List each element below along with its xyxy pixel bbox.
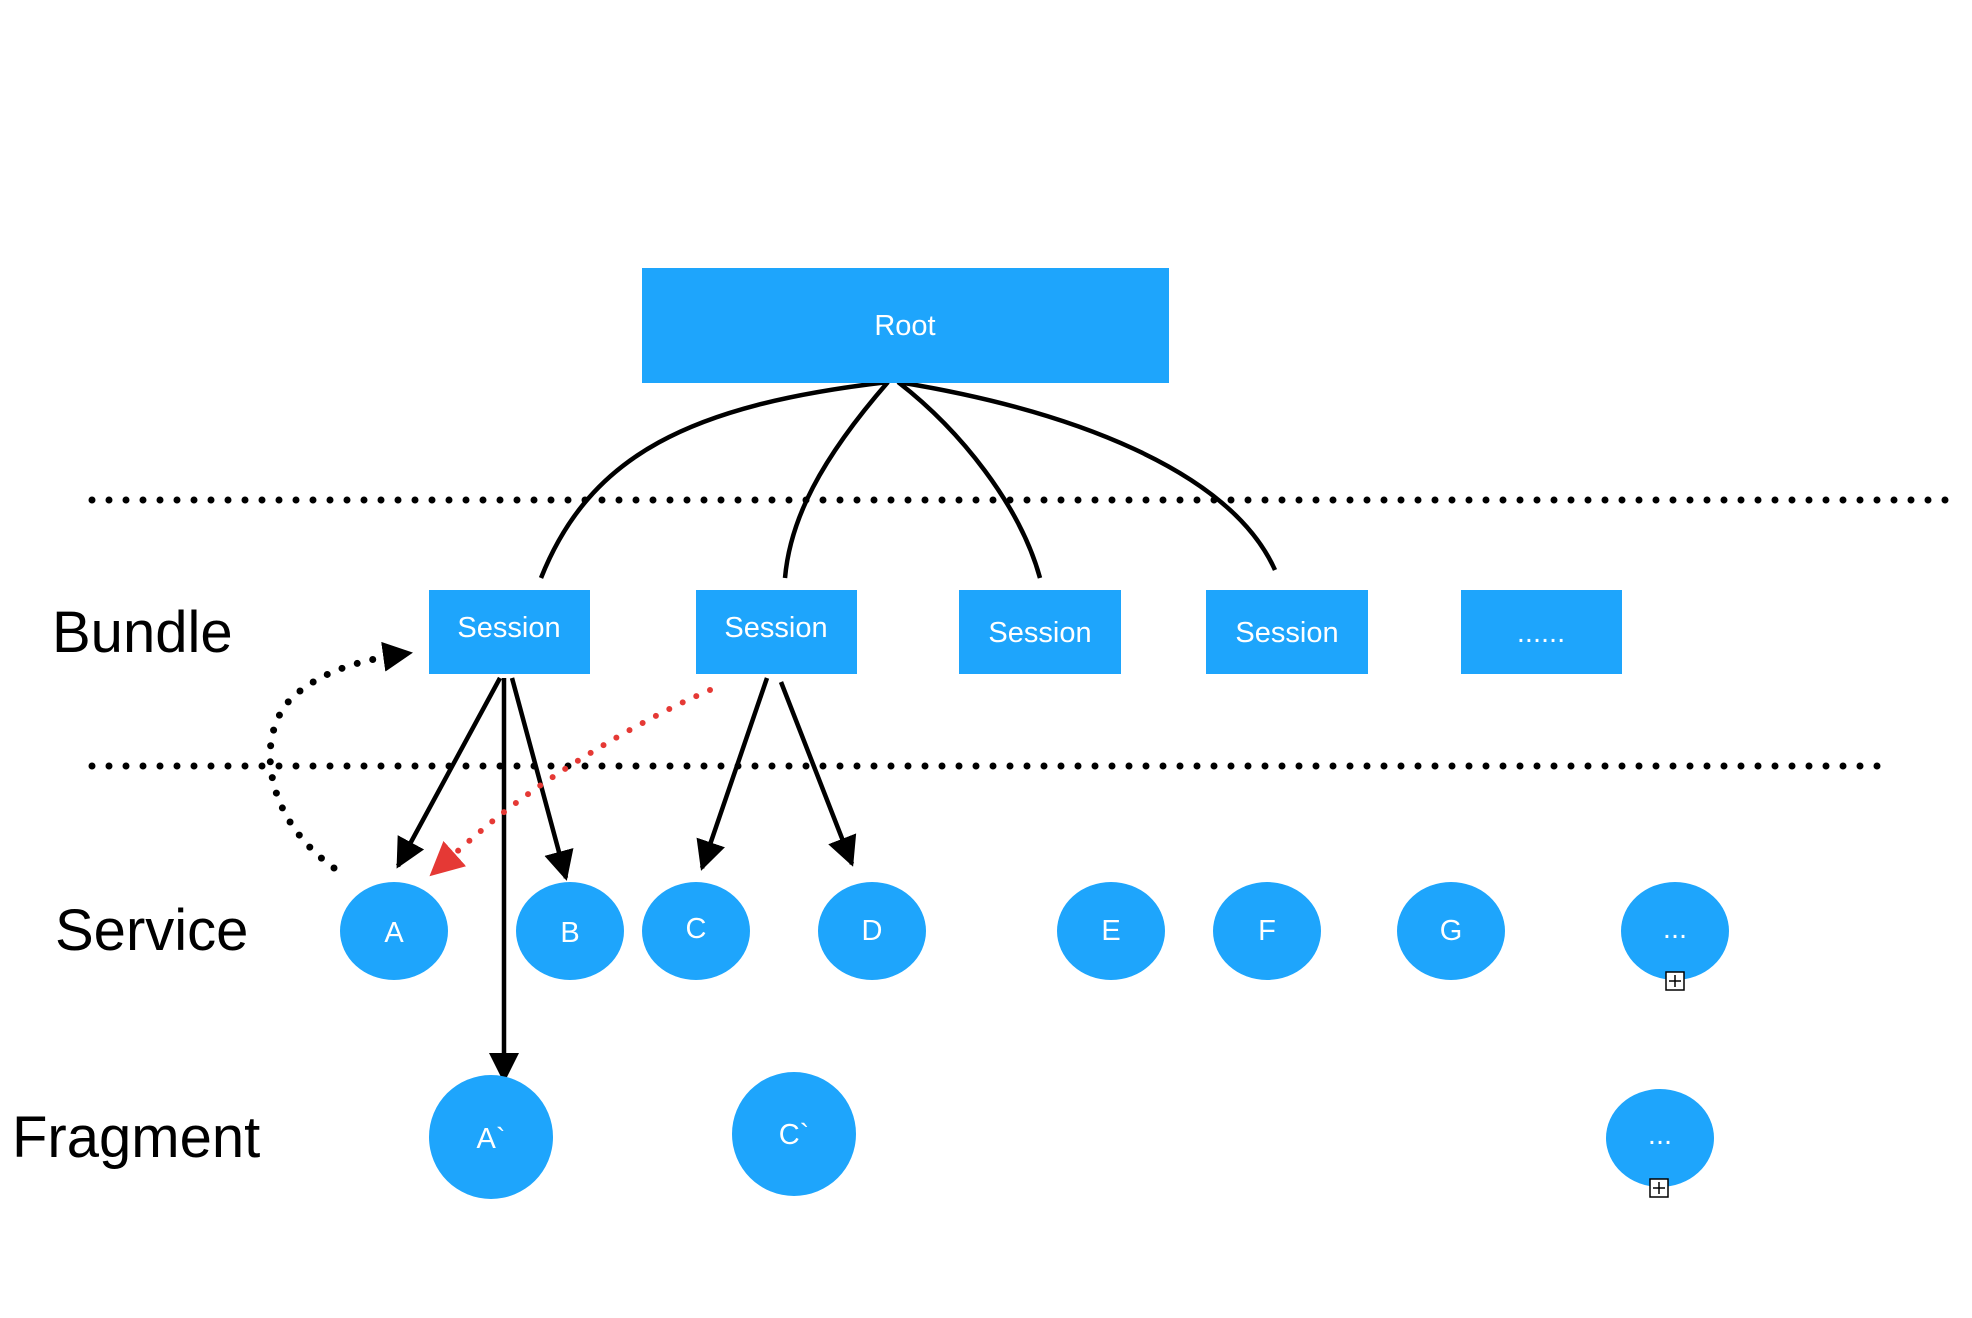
session-box: [1461, 590, 1622, 674]
root-edge-3: [896, 380, 1043, 579]
service-node-c[interactable]: C: [642, 882, 750, 980]
fragment-circle: [1606, 1089, 1714, 1187]
fragment-label: C`: [779, 1119, 810, 1151]
session-box: [1206, 590, 1368, 674]
session-label: Session: [988, 617, 1091, 649]
session-label: Session: [1235, 617, 1338, 649]
service-circle: [1397, 882, 1505, 980]
edge-session1-b: [509, 677, 574, 881]
row-label-bundle: Bundle: [52, 600, 233, 665]
service-label: B: [560, 917, 579, 949]
service-label: C: [686, 913, 707, 945]
session-label: ......: [1517, 617, 1565, 649]
edge-session1-a: [396, 676, 502, 869]
session-node-more[interactable]: ......: [1461, 590, 1622, 674]
service-circle: [1213, 882, 1321, 980]
root-box: [642, 268, 1169, 383]
service-label: ...: [1663, 913, 1687, 945]
service-node-b[interactable]: B: [516, 882, 624, 980]
root-edge-1: [538, 379, 889, 579]
root-node[interactable]: Root: [642, 268, 1169, 383]
session-node-2[interactable]: Session: [696, 590, 857, 674]
service-node-f[interactable]: F: [1213, 882, 1321, 980]
service-label: E: [1101, 915, 1120, 947]
dependency-arrow-black: [266, 641, 414, 872]
service-node-e[interactable]: E: [1057, 882, 1165, 980]
fragment-label: A`: [477, 1123, 506, 1155]
root-edge-4: [897, 379, 1278, 571]
row-label-service: Service: [55, 898, 248, 963]
service-circle: [1057, 882, 1165, 980]
dependency-arrow-red: [429, 687, 713, 877]
service-node-g[interactable]: G: [1397, 882, 1505, 980]
service-label: D: [862, 915, 883, 947]
service-circle: [1621, 882, 1729, 980]
service-label: G: [1440, 915, 1463, 947]
root-label: Root: [874, 310, 935, 342]
service-circle: [516, 882, 624, 980]
fragment-circle: [732, 1072, 856, 1196]
service-node-a[interactable]: A: [340, 882, 448, 980]
session-label: Session: [457, 612, 560, 644]
fragment-node-a-prime[interactable]: A`: [429, 1075, 553, 1199]
session-node-3[interactable]: Session: [959, 590, 1121, 674]
service-circle: [818, 882, 926, 980]
fragment-node-c-prime[interactable]: C`: [732, 1072, 856, 1196]
row-label-fragment: Fragment: [12, 1105, 260, 1170]
edge-session2-c: [696, 677, 770, 871]
session-node-1[interactable]: Session: [429, 590, 590, 674]
service-edges: [396, 676, 857, 1083]
root-edge-2: [782, 380, 890, 579]
service-label: A: [384, 917, 404, 949]
service-node-d[interactable]: D: [818, 882, 926, 980]
fragment-circle: [429, 1075, 553, 1199]
root-edges: [538, 379, 1278, 579]
session-box: [429, 590, 590, 674]
session-node-4[interactable]: Session: [1206, 590, 1368, 674]
session-box: [696, 590, 857, 674]
service-circle: [340, 882, 448, 980]
plus-box-icon[interactable]: [1649, 1178, 1669, 1198]
session-box: [959, 590, 1121, 674]
session-label: Session: [724, 612, 827, 644]
fragment-node-more[interactable]: ...: [1606, 1089, 1714, 1187]
service-label: F: [1258, 915, 1276, 947]
service-node-more[interactable]: ...: [1621, 882, 1729, 980]
service-circle: [642, 882, 750, 980]
fragment-label: ...: [1648, 1119, 1672, 1151]
edge-session2-d: [778, 681, 857, 867]
plus-box-icon[interactable]: [1665, 971, 1685, 991]
